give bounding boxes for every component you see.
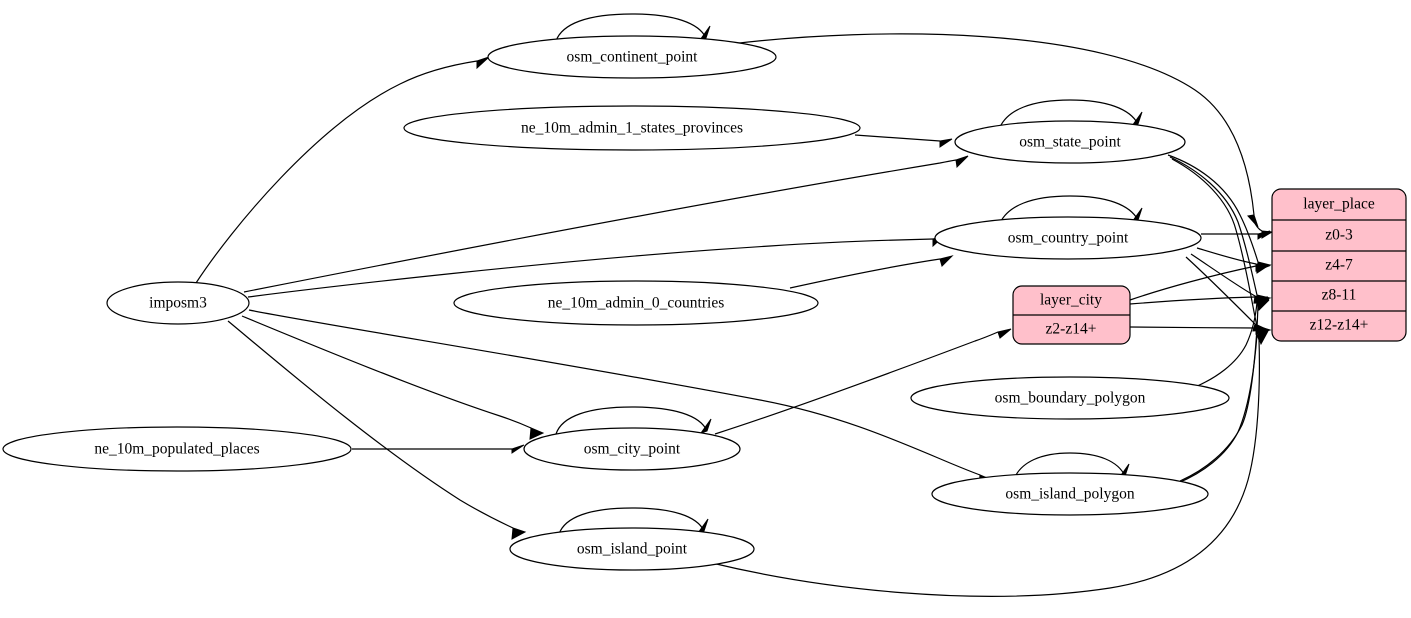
node-osm_boundary_polygon-label: osm_boundary_polygon: [995, 390, 1146, 407]
edge-layer: [195, 13, 1274, 597]
edge-imposm3-to-osm_island_point: [227, 320, 527, 540]
layer_place-row-z12-z14[interactable]: z12-z14+: [1310, 317, 1369, 334]
edge-imposm3-to-osm_state_point: [243, 155, 969, 293]
node-osm_city_point[interactable]: osm_city_point: [523, 427, 741, 471]
node-layer_city[interactable]: layer_city z2-z14+: [1012, 285, 1131, 345]
layer_city-row-z2-z14[interactable]: z2-z14+: [1046, 321, 1097, 338]
node-osm_continent_point-label: osm_continent_point: [567, 49, 699, 66]
node-osm_country_point[interactable]: osm_country_point: [934, 216, 1202, 260]
edge-layer_city-to-layer_place-z12_z14: [1129, 326, 1270, 335]
node-layer_place[interactable]: layer_place z0-3 z4-7 z8-11 z12-z14+: [1271, 188, 1407, 342]
node-layer: imposm3 osm_continent_point ne_10m_admin…: [2, 35, 1230, 571]
edge-imposm3-to-osm_continent_point: [195, 56, 490, 284]
edge-ne_10m_admin_1_states_provinces-to-osm_state_point: [854, 134, 953, 148]
edge-osm_state_point-to-layer_place-z4_7: [1167, 154, 1272, 271]
layer_place-row-z0-3[interactable]: z0-3: [1325, 227, 1353, 244]
edge-ne_10m_populated_places-to-osm_city_point: [352, 444, 525, 454]
node-imposm3-label: imposm3: [149, 295, 207, 312]
node-osm_island_polygon[interactable]: osm_island_polygon: [931, 472, 1209, 516]
layer_place-title: layer_place: [1303, 196, 1375, 213]
layer_city-title: layer_city: [1040, 292, 1102, 309]
node-osm_island_point-label: osm_island_point: [577, 541, 688, 558]
node-osm_continent_point[interactable]: osm_continent_point: [487, 35, 777, 79]
node-ne_10m_admin_0_countries-label: ne_10m_admin_0_countries: [548, 295, 725, 312]
node-osm_state_point-label: osm_state_point: [1019, 134, 1121, 151]
edge-imposm3-to-osm_city_point: [241, 315, 545, 440]
node-osm_island_polygon-label: osm_island_polygon: [1005, 486, 1134, 503]
edge-osm_country_point-to-layer_place-z0_3: [1201, 230, 1271, 240]
edge-osm_continent_point-to-layer_place-z0_3: [730, 33, 1274, 239]
edge-layer_city-to-layer_place-z4_7: [1129, 264, 1271, 301]
layer_place-row-z4-7[interactable]: z4-7: [1325, 257, 1353, 274]
edge-osm_island_point-to-layer_place-z12_z14: [711, 330, 1269, 597]
node-ne_10m_admin_1_states_provinces[interactable]: ne_10m_admin_1_states_provinces: [403, 105, 861, 151]
node-osm_island_point[interactable]: osm_island_point: [509, 527, 755, 571]
record-layer: layer_place z0-3 z4-7 z8-11 z12-z14+ lay…: [1012, 188, 1407, 345]
node-imposm3[interactable]: imposm3: [106, 281, 250, 325]
node-ne_10m_admin_1_states_provinces-label: ne_10m_admin_1_states_provinces: [521, 120, 743, 137]
edge-ne_10m_admin_0_countries-to-osm_country_point: [789, 255, 954, 289]
edge-osm_city_point-to-layer_city-z2_z14: [714, 328, 1012, 435]
node-osm_boundary_polygon[interactable]: osm_boundary_polygon: [910, 376, 1230, 420]
node-ne_10m_populated_places[interactable]: ne_10m_populated_places: [2, 426, 352, 472]
self-loop-osm_city_point: [555, 406, 712, 435]
layer_place-row-z8-11[interactable]: z8-11: [1322, 287, 1357, 304]
node-osm_state_point[interactable]: osm_state_point: [954, 120, 1186, 164]
node-ne_10m_admin_0_countries[interactable]: ne_10m_admin_0_countries: [453, 280, 819, 326]
node-osm_city_point-label: osm_city_point: [584, 441, 681, 458]
edge-layer_city-to-layer_place-z8_11: [1129, 296, 1269, 305]
node-osm_country_point-label: osm_country_point: [1008, 230, 1129, 247]
node-ne_10m_populated_places-label: ne_10m_populated_places: [94, 441, 259, 458]
